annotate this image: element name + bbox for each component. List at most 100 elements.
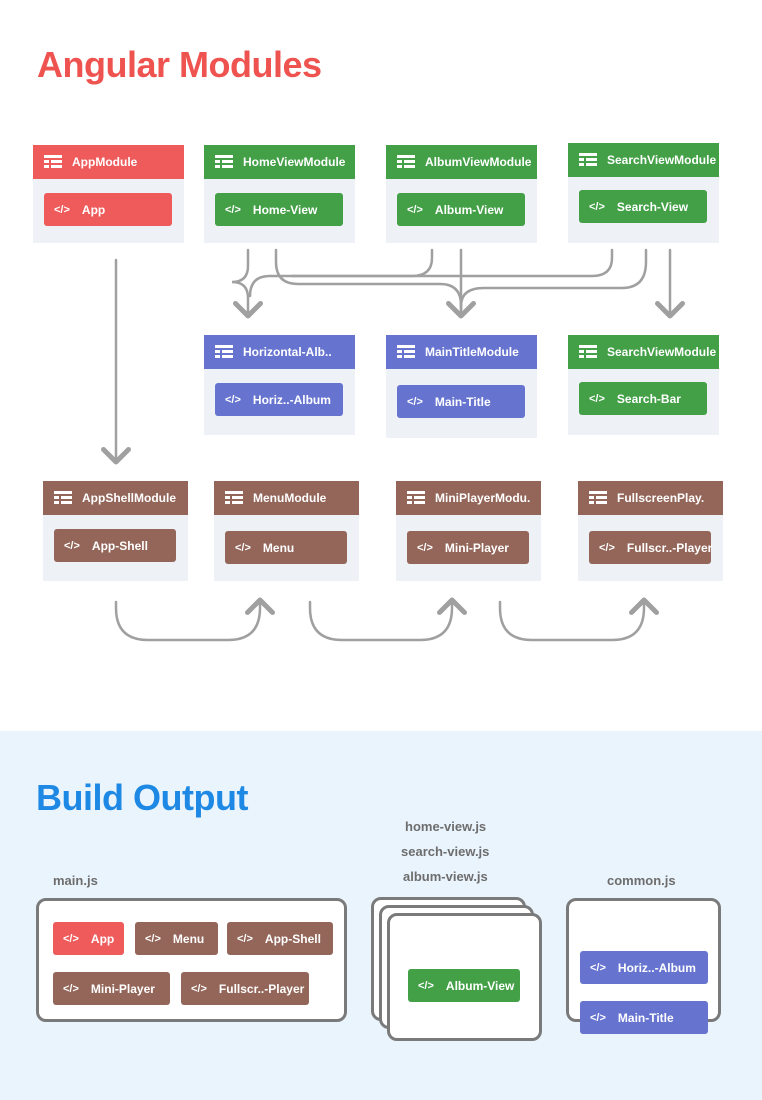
module-name: SearchViewModule [607, 345, 717, 359]
module-header: FullscreenPlay. [578, 481, 723, 515]
code-icon: </> [225, 393, 241, 406]
module-grid-icon [225, 491, 243, 504]
component-label: Search-View [616, 199, 689, 214]
module-grid-icon [54, 491, 72, 504]
module-card-maintitlemodule: MainTitleModule </>Main-Title [386, 335, 537, 438]
component-label: App [90, 931, 115, 946]
component-chip-home-view: </>Home-View [215, 193, 343, 226]
arrow-menu-to-miniplayer [308, 597, 467, 642]
code-icon: </> [590, 1011, 606, 1024]
album-view-js-label: album-view.js [403, 869, 488, 884]
home-view-js-label: home-view.js [405, 819, 487, 834]
module-card-menumodule: MenuModule </> Menu [214, 481, 359, 581]
component-chip-menu: </>Menu [135, 922, 218, 955]
module-header: AlbumViewModule [386, 145, 537, 179]
component-chip-mini-player: </> Mini-Player [53, 972, 170, 1005]
main-js-label: main.js [53, 873, 98, 888]
main-js-bundle: </>App</>Menu</>App-Shell</>Mini-Player<… [36, 898, 347, 1022]
code-icon: </> [237, 932, 253, 945]
component-chip-album-view: </>Album-View [408, 969, 520, 1002]
module-name: AppShellModule [82, 491, 176, 505]
angular-modules-title: Angular Modules [37, 44, 322, 85]
code-icon: </> [417, 541, 433, 554]
code-icon: </> [63, 932, 79, 945]
component-label: App-Shell [264, 931, 321, 946]
code-icon: </> [418, 979, 434, 992]
component-label: Album-View [434, 202, 504, 217]
module-card-appmodule: AppModule </>App [33, 145, 184, 243]
build-output-panel: Build Output main.js </>App</>Menu</>App… [0, 731, 762, 1100]
arrow-appshell-to-menu [114, 597, 275, 642]
code-icon: </> [191, 982, 207, 995]
component-label: Menu [262, 540, 295, 555]
module-card-appshellmodule: AppShellModule </>App-Shell [43, 481, 188, 581]
component-chip-search-bar: </>Search-Bar [579, 382, 707, 415]
code-icon: </> [589, 200, 605, 213]
module-name: AlbumViewModule [425, 155, 532, 169]
module-name: MainTitleModule [425, 345, 519, 359]
module-card-miniplayermodu: MiniPlayerModu. </>Mini-Player [396, 481, 541, 581]
module-name: FullscreenPlay. [617, 491, 705, 505]
component-label: Fullscr..-Player [626, 540, 713, 555]
component-label: Menu [172, 931, 205, 946]
module-name: Horizontal-Alb.. [243, 345, 332, 359]
module-card-albumviewmodule: AlbumViewModule </>Album-View [386, 145, 537, 243]
arrow-home-to-horizontal [231, 248, 263, 319]
component-label: Fullscr..-Player [218, 981, 305, 996]
module-grid-icon [407, 491, 425, 504]
module-grid-icon [589, 491, 607, 504]
component-chip-horiz-album: </>Horiz..-Album [580, 951, 708, 984]
code-icon: </> [64, 539, 80, 552]
module-header: MiniPlayerModu. [396, 481, 541, 515]
module-grid-icon [397, 155, 415, 168]
module-name: MenuModule [253, 491, 327, 505]
module-header: AppShellModule [43, 481, 188, 515]
module-header: SearchViewModule [568, 335, 719, 369]
module-header: AppModule [33, 145, 184, 179]
module-card-searchviewmodule: SearchViewModule </>Search-Bar [568, 335, 719, 435]
module-header: HomeViewModule [204, 145, 355, 179]
module-name: AppModule [72, 155, 138, 169]
component-chip-horiz-album: </> Horiz..-Album [215, 383, 343, 416]
component-label: Mini-Player [90, 981, 155, 996]
common-js-label: common.js [607, 873, 676, 888]
code-icon: </> [63, 982, 79, 995]
module-grid-icon [44, 155, 62, 168]
module-name: SearchViewModule [607, 153, 717, 167]
arrow-miniplayer-to-fullscreen [498, 597, 659, 642]
code-icon: </> [407, 395, 423, 408]
component-chip-album-view: </>Album-View [397, 193, 525, 226]
module-grid-icon [215, 345, 233, 358]
component-chip-app: </> App [53, 922, 124, 955]
module-grid-icon [215, 155, 233, 168]
module-header: Horizontal-Alb.. [204, 335, 355, 369]
component-label: Main-Title [617, 1010, 674, 1025]
component-chip-main-title: </>Main-Title [397, 385, 525, 418]
module-grid-icon [579, 345, 597, 358]
component-chip-fullscr-player: </>Fullscr..-Player [589, 531, 713, 564]
component-chip-app: </>App [44, 193, 172, 226]
common-js-bundle: </>Horiz..-Album </> Main-Title [566, 898, 721, 1034]
component-chip-search-view: </> Search-View [579, 190, 707, 223]
component-chip-menu: </> Menu [225, 531, 347, 564]
component-label: Search-Bar [616, 391, 681, 406]
module-card-horizontal-alb: Horizontal-Alb.. </> Horiz..-Album [204, 335, 355, 435]
component-chip-fullscr-player: </> Fullscr..-Player [181, 972, 309, 1005]
dependency-arrows [101, 248, 685, 642]
search-view-js-label: search-view.js [401, 844, 490, 859]
component-label: App [81, 202, 106, 217]
module-card-homeviewmodule: HomeViewModule </>Home-View [204, 145, 355, 243]
component-label: Horiz..-Album [252, 392, 331, 407]
component-chip-mini-player: </>Mini-Player [407, 531, 529, 564]
component-chip-app-shell: </>App-Shell [54, 529, 176, 562]
module-name: MiniPlayerModu. [435, 491, 531, 505]
code-icon: </> [235, 541, 251, 554]
module-grid-icon [397, 345, 415, 358]
module-card-fullscreenplay: FullscreenPlay. </>Fullscr..-Player [578, 481, 723, 581]
module-header: MenuModule [214, 481, 359, 515]
module-grid-icon [579, 153, 597, 166]
module-card-searchviewmodule: SearchViewModule </> Search-View [568, 143, 719, 243]
arrow-search-to-maintitle [459, 248, 648, 308]
arrow-home-to-maintitle [274, 248, 476, 319]
component-label: Horiz..-Album [617, 960, 696, 975]
